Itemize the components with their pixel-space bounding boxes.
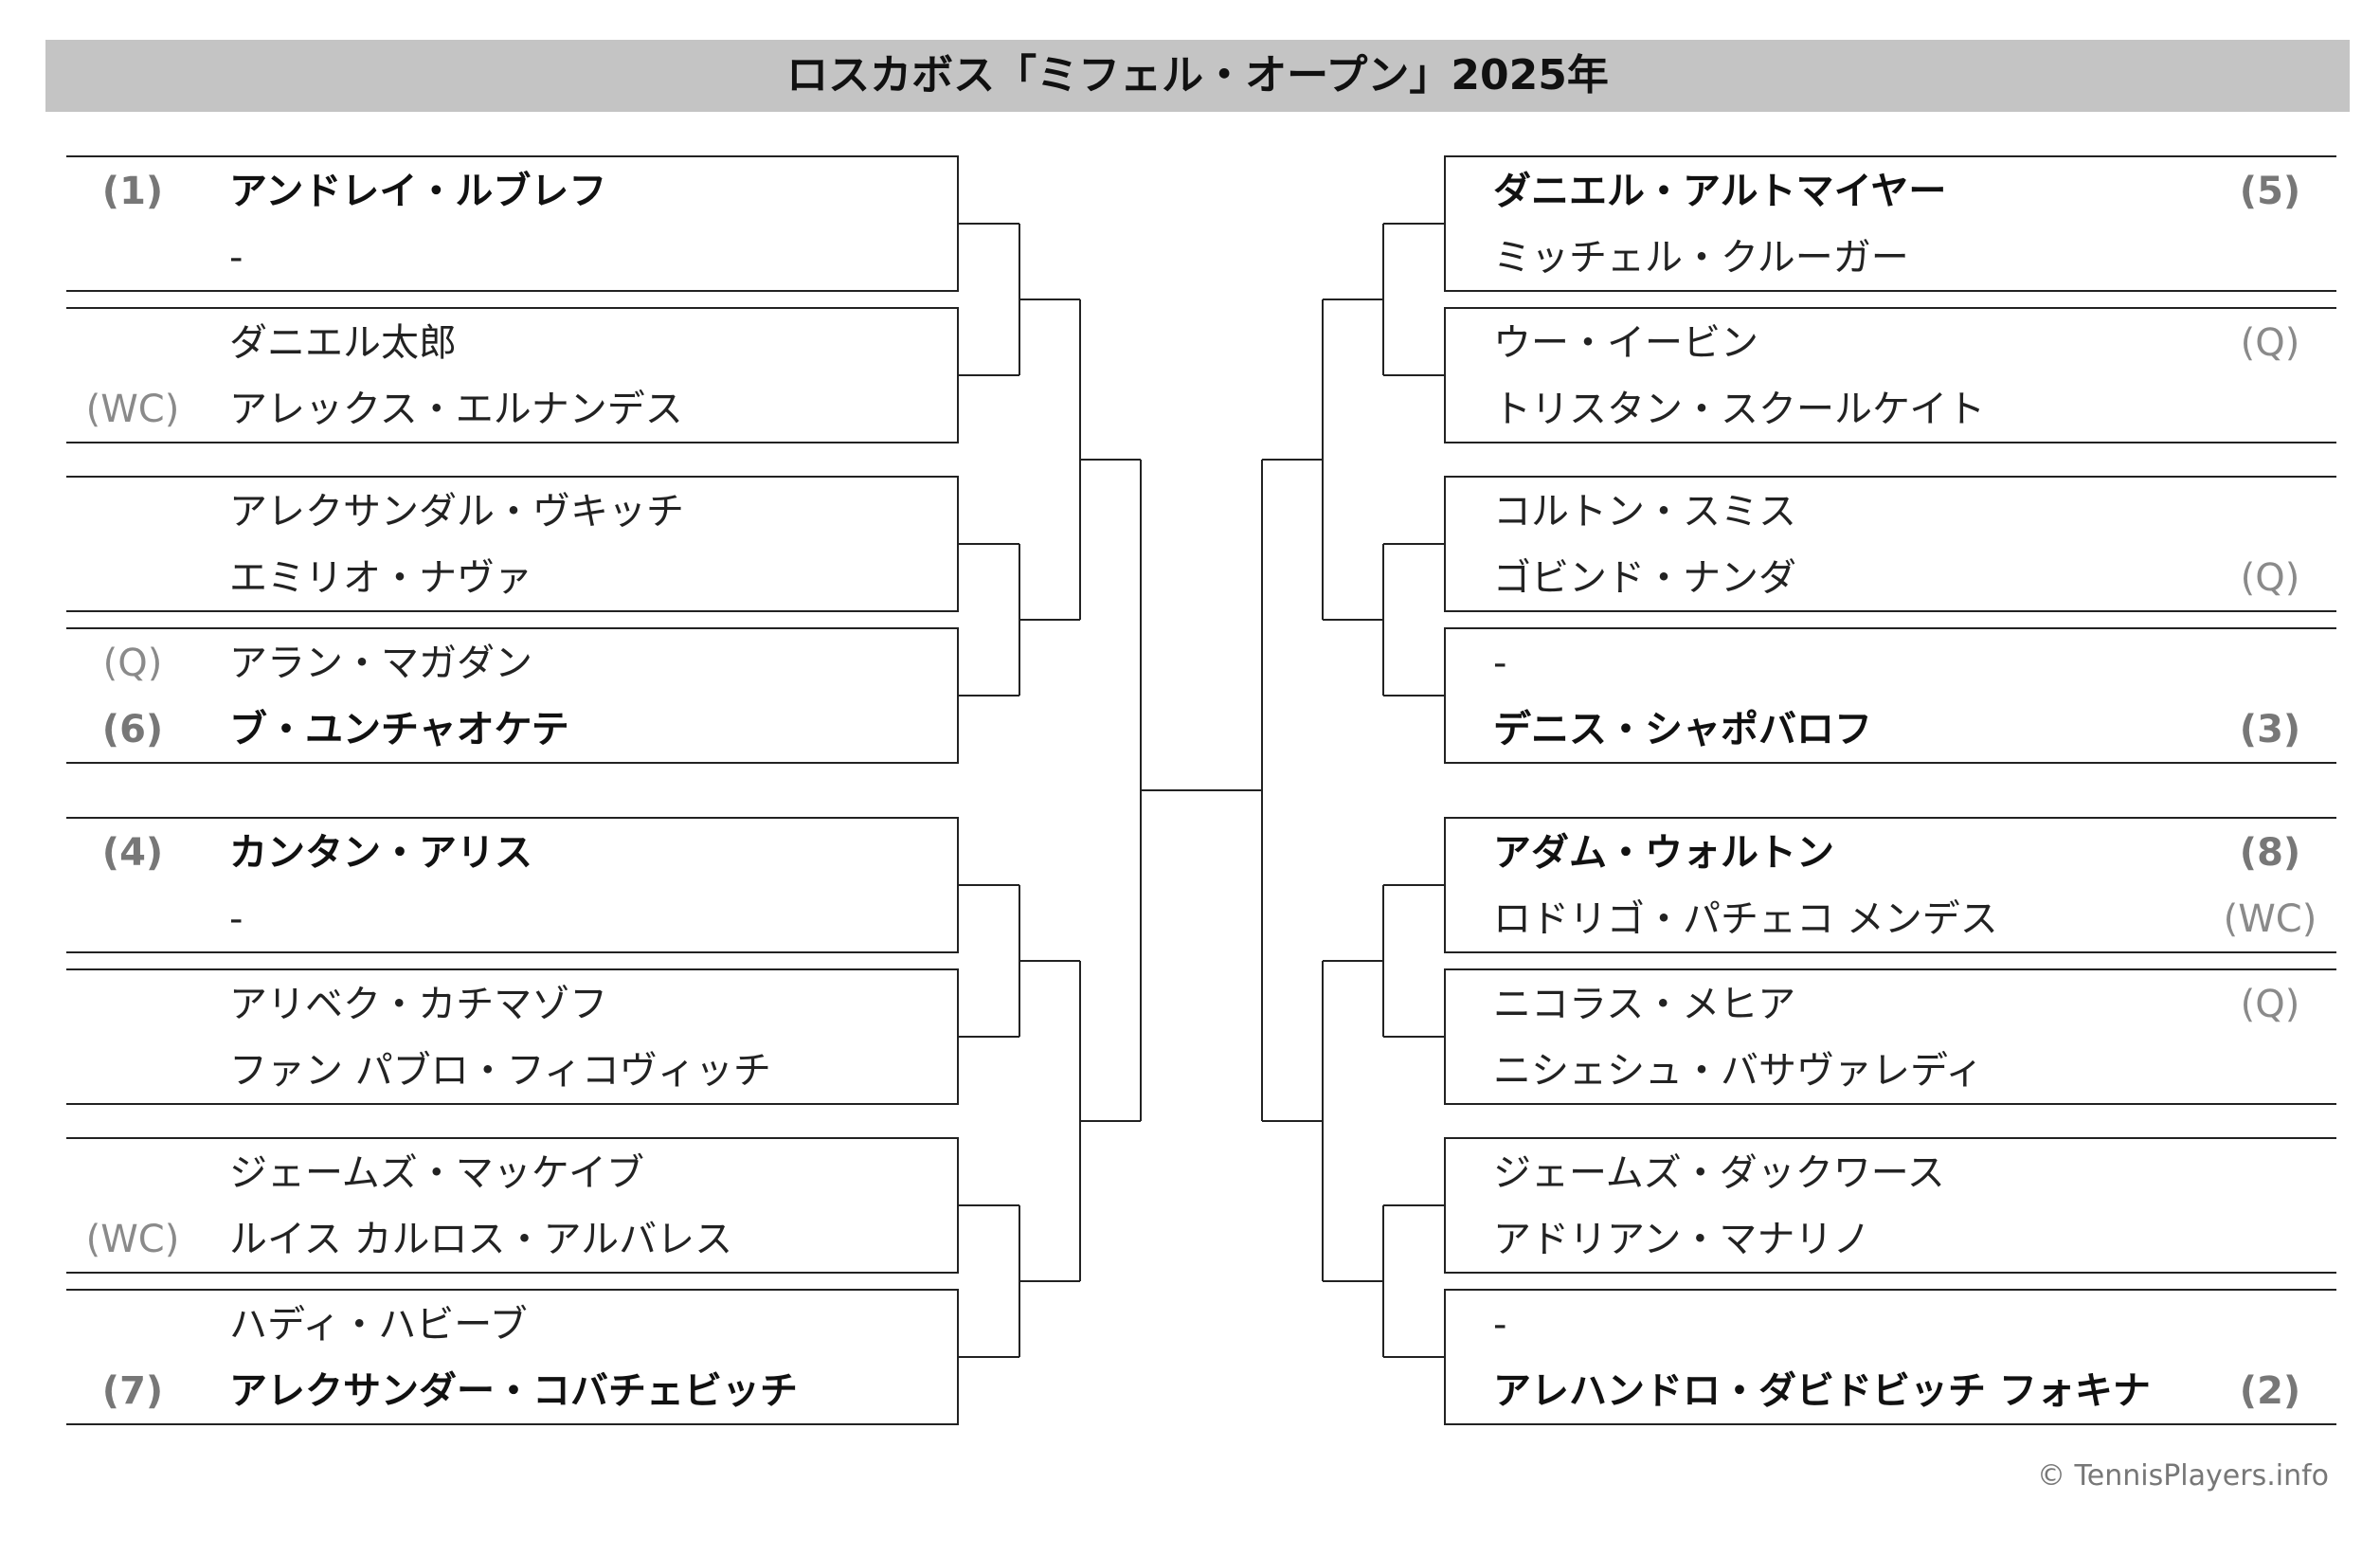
player-name: アリベク・カチマゾフ xyxy=(229,983,608,1026)
player-row: ニシェシュ・バサヴァレディ xyxy=(1446,1037,2336,1105)
left-match-4: (Q) アラン・マガダン (6) ブ・ユンチャオケテ xyxy=(66,627,959,764)
player-name: ニコラス・メヒア xyxy=(1493,983,1796,1026)
player-row: トリスタン・スクールケイト xyxy=(1446,375,2336,443)
left-match-1: (1) アンドレイ・ルブレフ - xyxy=(66,155,959,292)
player-row: ダニエル太郎 xyxy=(66,309,957,377)
player-seed: (Q) xyxy=(2240,321,2300,365)
right-match-6: (Q) ニコラス・メヒアニシェシュ・バサヴァレディ xyxy=(1444,968,2336,1105)
player-row: (2) アレハンドロ・ダビドビッチ フォキナ xyxy=(1446,1357,2336,1425)
player-row: (Q) ウー・イービン xyxy=(1446,309,2336,377)
left-match-2: ダニエル太郎 (WC) アレックス・エルナンデス xyxy=(66,307,959,443)
player-name: アレックス・エルナンデス xyxy=(229,388,683,431)
player-row: アレクサンダル・ヴキッチ xyxy=(66,478,957,546)
left-match-5: (4) カンタン・アリス - xyxy=(66,817,959,953)
right-match-5: (8) アダム・ウォルトン (WC) ロドリゴ・パチェコ メンデス xyxy=(1444,817,2336,953)
player-row: コルトン・スミス xyxy=(1446,478,2336,546)
player-seed: (8) xyxy=(2239,831,2301,875)
player-seed: (WC) xyxy=(85,388,180,431)
right-match-7: ジェームズ・ダックワースアドリアン・マナリノ xyxy=(1444,1137,2336,1274)
player-name: アンドレイ・ルブレフ xyxy=(229,170,607,213)
player-name: - xyxy=(1493,642,1507,685)
player-name: トリスタン・スクールケイト xyxy=(1493,388,1986,431)
player-row: (5) ダニエル・アルトマイヤー xyxy=(1446,157,2336,226)
player-seed: (3) xyxy=(2239,708,2301,751)
player-row: (4) カンタン・アリス xyxy=(66,819,957,887)
player-name: - xyxy=(229,897,243,941)
player-name: ルイス カルロス・アルバレス xyxy=(229,1218,733,1261)
player-name: アレハンドロ・ダビドビッチ フォキナ xyxy=(1493,1369,2151,1413)
player-name: ジェームズ・マッケイブ xyxy=(229,1151,644,1195)
player-seed: (Q) xyxy=(102,642,163,685)
player-seed: (5) xyxy=(2239,170,2301,213)
player-seed: (Q) xyxy=(2240,983,2300,1026)
player-row: - xyxy=(1446,1291,2336,1359)
player-row: (WC) アレックス・エルナンデス xyxy=(66,375,957,443)
player-name: アレクサンダー・コバチェビッチ xyxy=(229,1369,798,1413)
player-seed: (6) xyxy=(101,708,164,751)
player-seed: (7) xyxy=(101,1369,164,1413)
player-row: - xyxy=(66,224,957,292)
player-name: カンタン・アリス xyxy=(229,831,532,875)
player-row: (1) アンドレイ・ルブレフ xyxy=(66,157,957,226)
player-name: アレクサンダル・ヴキッチ xyxy=(229,490,684,534)
left-match-7: ジェームズ・マッケイブ (WC) ルイス カルロス・アルバレス xyxy=(66,1137,959,1274)
player-name: ジェームズ・ダックワース xyxy=(1493,1151,1945,1195)
title-bar: ロスカボス「ミフェル・オープン」2025年 xyxy=(45,40,2350,112)
right-match-2: (Q) ウー・イービントリスタン・スクールケイト xyxy=(1444,307,2336,443)
player-row: エミリオ・ナヴァ xyxy=(66,544,957,612)
player-name: ミッチェル・クルーガー xyxy=(1493,236,1909,280)
player-row: (Q) アラン・マガダン xyxy=(66,629,957,697)
left-match-6: アリベク・カチマゾフファン パブロ・フィコヴィッチ xyxy=(66,968,959,1105)
player-name: デニス・シャポバロフ xyxy=(1493,708,1872,751)
player-row: (Q) ゴビンド・ナンダ xyxy=(1446,544,2336,612)
player-seed: (2) xyxy=(2239,1369,2301,1413)
player-name: ダニエル太郎 xyxy=(229,321,457,365)
player-name: エミリオ・ナヴァ xyxy=(229,556,532,600)
player-name: ダニエル・アルトマイヤー xyxy=(1493,170,1947,213)
left-match-3: アレクサンダル・ヴキッチエミリオ・ナヴァ xyxy=(66,476,959,612)
page-title: ロスカボス「ミフェル・オープン」2025年 xyxy=(786,51,1609,100)
right-match-4: - (3) デニス・シャポバロフ xyxy=(1444,627,2336,764)
player-row: ミッチェル・クルーガー xyxy=(1446,224,2336,292)
player-row: (WC) ルイス カルロス・アルバレス xyxy=(66,1205,957,1274)
player-seed: (WC) xyxy=(2223,897,2317,941)
player-row: アリベク・カチマゾフ xyxy=(66,970,957,1039)
right-match-3: コルトン・スミス (Q) ゴビンド・ナンダ xyxy=(1444,476,2336,612)
player-name: - xyxy=(229,236,243,280)
player-seed: (Q) xyxy=(2240,556,2300,600)
player-row: (8) アダム・ウォルトン xyxy=(1446,819,2336,887)
player-row: ジェームズ・マッケイブ xyxy=(66,1139,957,1207)
player-name: ロドリゴ・パチェコ メンデス xyxy=(1493,897,1998,941)
player-row: (Q) ニコラス・メヒア xyxy=(1446,970,2336,1039)
player-name: ハディ・ハビーブ xyxy=(229,1303,528,1347)
player-row: ハディ・ハビーブ xyxy=(66,1291,957,1359)
player-name: アラン・マガダン xyxy=(229,642,532,685)
player-row: ジェームズ・ダックワース xyxy=(1446,1139,2336,1207)
player-row: - xyxy=(66,885,957,953)
player-row: ファン パブロ・フィコヴィッチ xyxy=(66,1037,957,1105)
player-row: (7) アレクサンダー・コバチェビッチ xyxy=(66,1357,957,1425)
player-name: ブ・ユンチャオケテ xyxy=(229,708,569,751)
copyright-text: © TennisPlayers.info xyxy=(2037,1459,2329,1493)
player-row: アドリアン・マナリノ xyxy=(1446,1205,2336,1274)
player-row: (WC) ロドリゴ・パチェコ メンデス xyxy=(1446,885,2336,953)
right-match-1: (5) ダニエル・アルトマイヤーミッチェル・クルーガー xyxy=(1444,155,2336,292)
player-row: - xyxy=(1446,629,2336,697)
player-name: ファン パブロ・フィコヴィッチ xyxy=(229,1049,771,1093)
player-row: (3) デニス・シャポバロフ xyxy=(1446,696,2336,764)
player-name: ニシェシュ・バサヴァレディ xyxy=(1493,1049,1984,1093)
player-seed: (WC) xyxy=(85,1218,180,1261)
player-name: ウー・イービン xyxy=(1493,321,1758,365)
player-name: アダム・ウォルトン xyxy=(1493,831,1834,875)
player-name: ゴビンド・ナンダ xyxy=(1493,556,1796,600)
right-match-8: - (2) アレハンドロ・ダビドビッチ フォキナ xyxy=(1444,1289,2336,1425)
player-seed: (1) xyxy=(101,170,164,213)
player-row: (6) ブ・ユンチャオケテ xyxy=(66,696,957,764)
player-name: - xyxy=(1493,1303,1507,1347)
player-name: アドリアン・マナリノ xyxy=(1493,1218,1871,1261)
left-match-8: ハディ・ハビーブ (7) アレクサンダー・コバチェビッチ xyxy=(66,1289,959,1425)
player-seed: (4) xyxy=(101,831,164,875)
player-name: コルトン・スミス xyxy=(1493,490,1796,534)
